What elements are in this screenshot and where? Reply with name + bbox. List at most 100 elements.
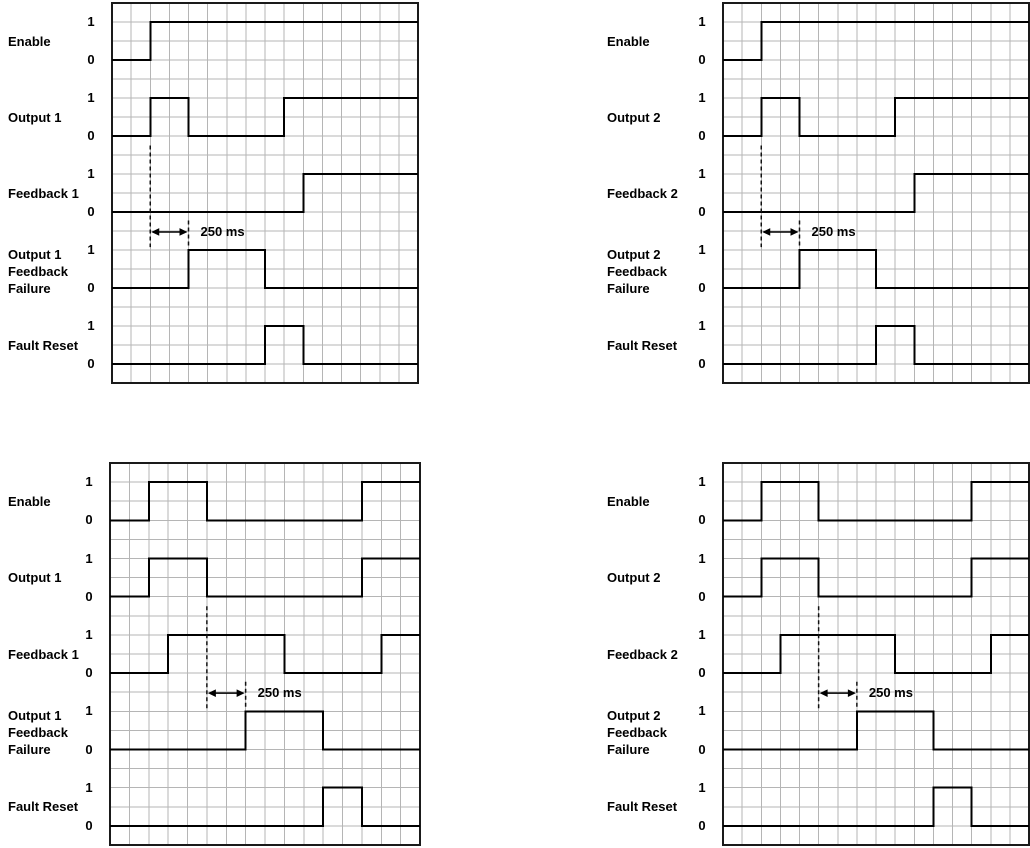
level-label-high: 1 [698,14,706,29]
level-label-low: 0 [698,52,706,67]
signal-label-fault-reset: Fault Reset [8,337,79,353]
waveform-enable [723,21,1029,61]
signal-label-output-1-feedback-failure-line1: Output 1 [8,707,62,723]
level-label-high: 1 [698,474,706,490]
level-label-high: 1 [698,779,706,795]
waveform-output-1 [110,557,420,598]
level-label-high: 1 [85,626,93,642]
grid-border [111,2,419,384]
level-label-low: 0 [85,588,93,604]
waveform-output-2-feedback-failure [723,249,1029,289]
signal-label-enable: Enable [8,493,51,509]
level-label-high: 1 [85,779,93,795]
level-label-low: 0 [698,512,706,528]
waveform-fault-reset [110,786,420,827]
level-label-low: 0 [85,817,93,833]
signal-label-enable: Enable [607,33,650,49]
timing-grid-bottom-left [109,462,421,846]
grid-border [722,462,1030,846]
signal-label-output-2-feedback-failure-line3: Failure [607,280,650,296]
signal-label-output-2: Output 2 [607,570,661,586]
level-label-high: 1 [87,242,95,257]
level-label-high: 1 [85,703,93,719]
signal-label-output-1-feedback-failure-line2: Feedback [8,724,68,740]
level-label-low: 0 [698,128,706,143]
interval-label: 250 ms [200,223,245,239]
signal-label-feedback-2: Feedback 2 [607,185,678,201]
signal-label-feedback-2: Feedback 2 [607,646,678,662]
timing-grid-top-left [111,2,419,384]
level-label-low: 0 [698,280,706,295]
waveform-feedback-2 [723,633,1029,675]
interval-arrow [207,689,245,697]
grid-lines [112,3,418,383]
waveform-output-2-feedback-failure [723,710,1029,751]
level-label-high: 1 [698,550,706,566]
level-label-high: 1 [698,242,706,257]
waveform-output-1-feedback-failure [112,249,418,289]
level-label-low: 0 [87,52,95,67]
level-label-high: 1 [85,474,93,490]
waveform-fault-reset [723,786,1029,827]
grid-border [109,462,421,846]
level-label-low: 0 [85,512,93,528]
level-label-high: 1 [698,166,706,181]
signal-label-output-2-feedback-failure-line1: Output 2 [607,707,661,723]
signal-label-output-1-feedback-failure-line2: Feedback [8,263,68,279]
level-label-low: 0 [85,741,93,757]
interval-label: 250 ms [257,685,302,701]
signal-label-enable: Enable [8,33,51,49]
signal-label-output-1-feedback-failure-line1: Output 1 [8,246,62,262]
waveform-enable [723,481,1029,522]
level-label-low: 0 [87,204,95,219]
level-label-low: 0 [87,128,95,143]
signal-label-output-1-feedback-failure-line3: Failure [8,741,51,757]
waveform-feedback-2 [723,173,1029,213]
waveform-output-1 [112,97,418,137]
level-label-high: 1 [87,166,95,181]
signal-label-enable: Enable [607,493,650,509]
level-label-low: 0 [698,817,706,833]
signal-label-fault-reset: Fault Reset [8,799,79,815]
signal-label-fault-reset: Fault Reset [607,337,678,353]
signal-label-feedback-1: Feedback 1 [8,646,79,662]
waveform-output-2 [723,97,1029,137]
interval-arrow [151,228,188,236]
interval-label: 250 ms [811,223,856,239]
level-label-high: 1 [698,626,706,642]
level-label-high: 1 [698,318,706,333]
interval-arrow [819,689,856,697]
level-label-low: 0 [698,741,706,757]
signal-label-output-1-feedback-failure-line3: Failure [8,280,51,296]
signal-label-feedback-1: Feedback 1 [8,185,79,201]
signal-label-output-2-feedback-failure-line3: Failure [607,741,650,757]
waveform-enable [112,21,418,61]
level-label-high: 1 [87,90,95,105]
signal-label-output-1: Output 1 [8,570,62,586]
signal-label-output-2-feedback-failure-line1: Output 2 [607,246,661,262]
level-label-low: 0 [87,356,95,371]
level-label-low: 0 [698,665,706,681]
level-label-high: 1 [87,14,95,29]
waveform-output-2 [723,557,1029,598]
level-label-low: 0 [87,280,95,295]
interval-label: 250 ms [868,685,913,701]
level-label-low: 0 [698,204,706,219]
waveform-fault-reset [723,325,1029,365]
signal-label-output-2-feedback-failure-line2: Feedback [607,724,667,740]
grid-border [722,2,1030,384]
level-label-high: 1 [698,703,706,719]
level-label-high: 1 [698,90,706,105]
waveform-enable [110,481,420,522]
signal-label-output-2-feedback-failure-line2: Feedback [607,263,667,279]
waveform-feedback-1 [110,633,420,675]
signal-label-output-1: Output 1 [8,109,62,125]
timing-grid-top-right [722,2,1030,384]
waveform-feedback-1 [112,173,418,213]
signal-label-fault-reset: Fault Reset [607,799,678,815]
level-label-low: 0 [698,356,706,371]
timing-grid-bottom-right [722,462,1030,846]
